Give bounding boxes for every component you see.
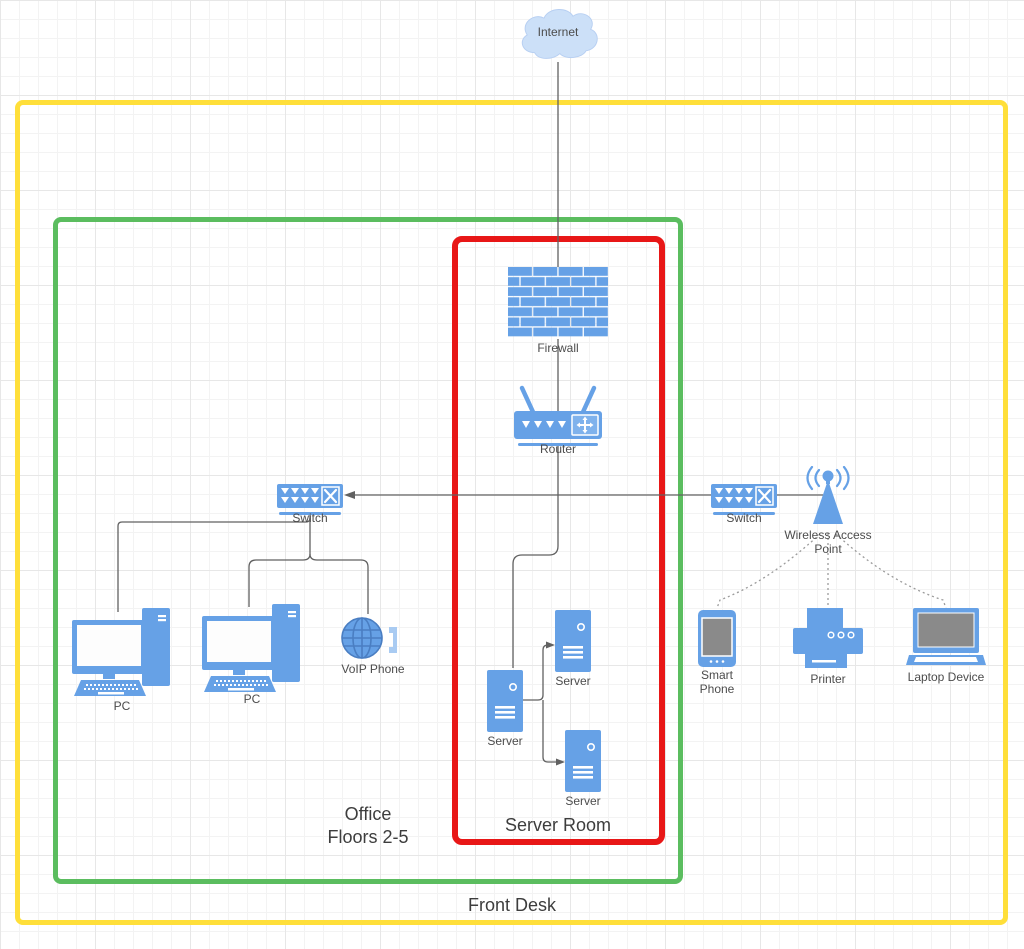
node-switch-left[interactable]: Switch [277,484,343,525]
printer-icon [793,608,863,668]
connector-wap-smartphone [716,533,821,609]
connector-switch-pc2 [248,553,311,607]
node-label: Wireless Access Point [784,528,872,556]
office-zone-label: Office Floors 2-5 [288,803,448,849]
node-label: Router [539,442,577,456]
node-printer[interactable]: Printer [793,608,863,686]
node-pc-left[interactable]: PC [72,608,172,713]
server-room-zone-label: Server Room [504,815,612,835]
office-zone-label-line2: Floors 2-5 [327,827,409,847]
node-pc-right[interactable]: PC [202,604,302,706]
node-switch-right[interactable]: Switch [711,484,777,525]
smartphone-icon [698,610,736,667]
node-label: PC [113,699,131,713]
node-label: Switch [292,511,328,525]
connector-router-server [512,446,559,668]
laptop-icon [906,608,986,665]
node-server-bottom[interactable]: Server [565,730,601,808]
firewall-icon [508,267,608,337]
node-server-main[interactable]: Server [487,670,523,748]
node-wireless-access-point[interactable]: Wireless Access Point [784,466,872,556]
zone-office[interactable] [53,217,683,884]
node-server-top[interactable]: Server [555,610,591,688]
node-label: PC [243,692,261,706]
connector-server-servertop [523,644,551,701]
cloud-icon [521,9,598,59]
node-voip-phone[interactable]: VoIP Phone [340,612,406,676]
pc-icon [202,604,300,692]
router-icon [514,385,602,446]
node-router[interactable]: Router [513,385,603,456]
server-icon [555,610,591,672]
node-label: Server [555,674,591,688]
node-label: Smart Phone [699,668,735,696]
node-label: Printer [810,672,846,686]
server-icon [487,670,523,732]
node-label: Firewall [537,341,579,355]
node-label: Server [487,734,523,748]
node-smart-phone[interactable]: Smart Phone [697,610,737,696]
switch-icon [277,484,343,515]
connector-switch-voip [309,553,369,614]
switch-icon [711,484,777,515]
node-label: Internet [537,25,579,39]
front-desk-zone-label: Front Desk [467,895,557,915]
server-icon [565,730,601,792]
connector-server-serverbottom [542,700,560,763]
office-zone-label-line1: Office [344,804,392,824]
arrowhead-server-bottom [556,758,565,766]
node-firewall[interactable]: Firewall [508,267,608,355]
node-label: Switch [726,511,762,525]
node-label: Laptop Device [907,670,985,684]
pc-icon [72,608,170,696]
arrowhead-server-top [546,641,555,649]
connector-wap-laptop [835,533,947,609]
wireless-access-point-icon [806,466,850,524]
arrowhead-switch-left [344,491,355,499]
zone-front-desk[interactable] [15,100,1008,925]
node-label: VoIP Phone [341,662,405,676]
node-internet[interactable]: Internet [516,5,600,63]
node-label: Server [565,794,601,808]
voip-phone-icon [341,617,397,659]
connector-switch-pc1 [117,517,311,612]
node-laptop[interactable]: Laptop Device [906,608,986,684]
